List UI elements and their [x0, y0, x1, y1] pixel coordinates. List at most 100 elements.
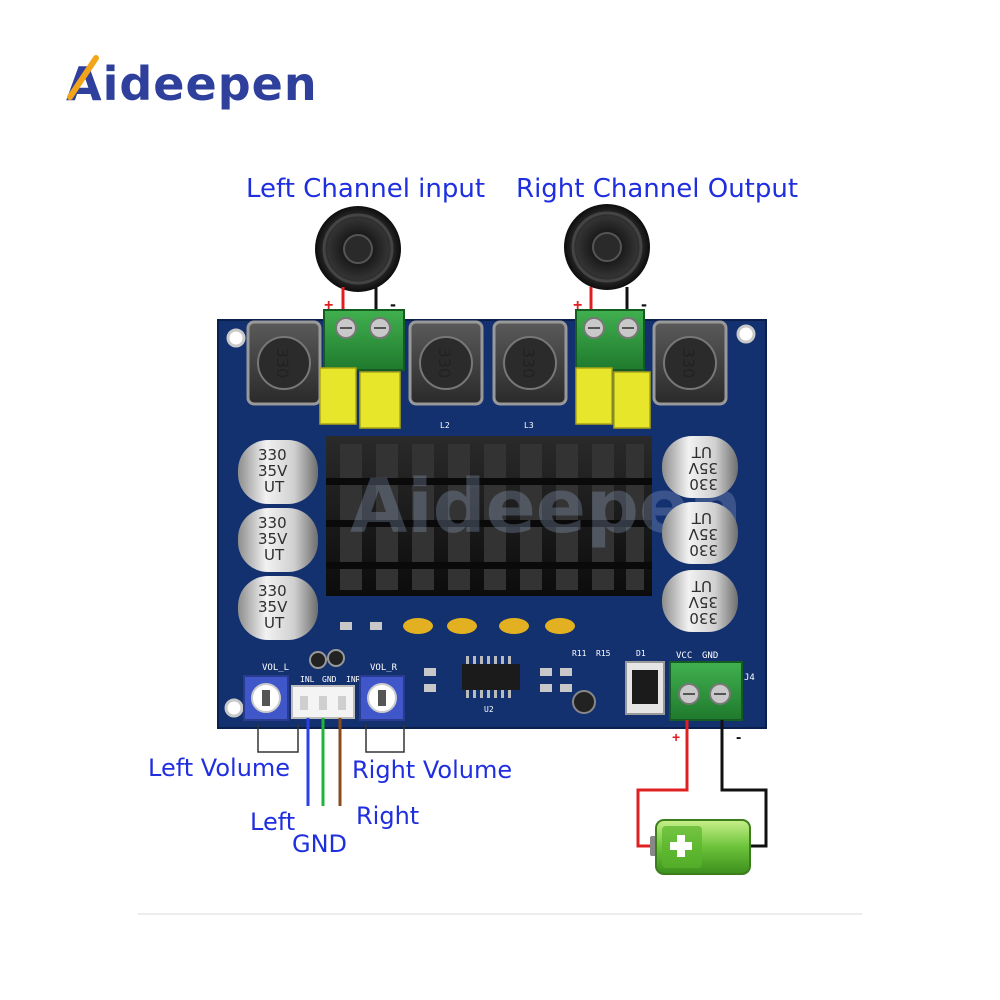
- small-capacitor: [309, 651, 327, 669]
- cap-brand: UT: [264, 546, 285, 564]
- brand-logo: Aideepen: [66, 55, 318, 111]
- power-negative-wire: [720, 720, 768, 848]
- silk-vcc: VCC: [676, 651, 692, 661]
- cap-voltage: 35V: [688, 459, 718, 477]
- smd-component: [540, 668, 552, 676]
- battery-icon: [650, 819, 751, 875]
- film-capacitor: [359, 371, 401, 429]
- silk-vol-r: VOL_R: [370, 663, 398, 673]
- cap-voltage: 35V: [688, 593, 718, 611]
- cap-value: 330: [689, 475, 718, 493]
- smd-component: [560, 668, 572, 676]
- mounting-hole: [224, 698, 244, 718]
- inductor: 330: [492, 320, 568, 406]
- left-volume-potentiometer[interactable]: [243, 675, 289, 721]
- ceramic-capacitor: [447, 618, 477, 634]
- amplifier-board: 330 330 330 330: [217, 309, 767, 729]
- smd-component: [424, 668, 436, 676]
- cap-value: 330: [258, 514, 287, 532]
- cap-brand: UT: [691, 509, 712, 527]
- cap-brand: UT: [264, 478, 285, 496]
- inductor: 330: [652, 320, 728, 406]
- silk-r15: R15: [596, 649, 611, 658]
- film-capacitor: [575, 367, 613, 425]
- right-wire-label: Right: [356, 802, 419, 830]
- silk-vol-l: VOL_L: [262, 663, 289, 673]
- logo-accent-mark: [67, 55, 99, 100]
- right-plus-sign: +: [573, 297, 582, 314]
- silk-inr: INR: [346, 675, 361, 684]
- power-minus-sign: -: [736, 729, 741, 746]
- silk-gnd: GND: [322, 675, 337, 684]
- cap-brand: UT: [691, 443, 712, 461]
- cap-value: 330: [689, 609, 718, 627]
- small-capacitor: [572, 690, 596, 714]
- left-channel-label: Left Channel input: [246, 174, 485, 204]
- smd-component: [560, 684, 572, 692]
- speaker-right-icon: [564, 204, 650, 290]
- inductor-marking: 330: [679, 348, 698, 379]
- silk-inl: INL: [300, 675, 315, 684]
- smd-component: [424, 684, 436, 692]
- left-minus-sign: -: [390, 294, 396, 314]
- ceramic-capacitor: [499, 618, 529, 634]
- silk-r11: R11: [572, 649, 587, 658]
- silk-gnd2: GND: [702, 651, 718, 661]
- smd-component: [340, 622, 352, 630]
- power-positive-wire: [636, 720, 689, 848]
- small-capacitor: [327, 649, 345, 667]
- right-minus-sign: -: [641, 294, 647, 314]
- left-volume-bracket: [257, 724, 299, 753]
- film-capacitor: [613, 371, 651, 429]
- cap-voltage: 35V: [688, 525, 718, 543]
- left-plus-sign: +: [324, 297, 333, 314]
- right-volume-bracket: [365, 724, 405, 753]
- ceramic-capacitor: [403, 618, 433, 634]
- cap-brand: UT: [264, 614, 285, 632]
- power-diode: [625, 661, 665, 715]
- mounting-hole: [226, 328, 246, 348]
- silk-l3: L3: [524, 421, 534, 430]
- inductor-marking: 330: [519, 348, 538, 379]
- ic-chip: [462, 656, 520, 698]
- left-volume-label: Left Volume: [148, 754, 290, 782]
- silk-j4: J4: [744, 673, 755, 683]
- right-volume-potentiometer[interactable]: [359, 675, 405, 721]
- cap-voltage: 35V: [258, 598, 288, 616]
- right-volume-label: Right Volume: [352, 756, 512, 784]
- power-input-terminal: [669, 661, 743, 721]
- cap-brand: UT: [691, 577, 712, 595]
- electrolytic-capacitor: 330 35V UT: [238, 576, 318, 640]
- cap-value: 330: [258, 582, 287, 600]
- cap-voltage: 35V: [258, 462, 288, 480]
- audio-input-connector: [291, 685, 355, 719]
- speaker-left-icon: [315, 206, 401, 292]
- cap-value: 330: [258, 446, 287, 464]
- electrolytic-capacitor: 330 35V UT: [238, 508, 318, 572]
- silk-u2: U2: [484, 705, 494, 714]
- inductor-marking: 330: [273, 348, 292, 379]
- power-plus-sign: +: [672, 729, 680, 745]
- inductor: 330: [246, 320, 322, 406]
- cap-voltage: 35V: [258, 530, 288, 548]
- electrolytic-capacitor: 330 35V UT: [662, 502, 738, 564]
- electrolytic-capacitor: 330 35V UT: [662, 436, 738, 498]
- right-channel-label: Right Channel Output: [516, 174, 798, 204]
- silk-l2: L2: [440, 421, 450, 430]
- logo-text: Aideepen: [66, 57, 318, 111]
- right-speaker-terminal: [575, 309, 645, 371]
- electrolytic-capacitor: 330 35V UT: [238, 440, 318, 504]
- mounting-hole: [736, 324, 756, 344]
- silk-d1: D1: [636, 649, 646, 658]
- left-speaker-terminal: [323, 309, 405, 371]
- gnd-wire-label: GND: [292, 830, 347, 858]
- smd-component: [370, 622, 382, 630]
- inductor: 330: [408, 320, 484, 406]
- left-wire-label: Left: [250, 808, 295, 836]
- film-capacitor: [319, 367, 357, 425]
- ceramic-capacitor: [545, 618, 575, 634]
- inductor-marking: 330: [435, 348, 454, 379]
- smd-component: [540, 684, 552, 692]
- heatsink-icon: [326, 436, 652, 596]
